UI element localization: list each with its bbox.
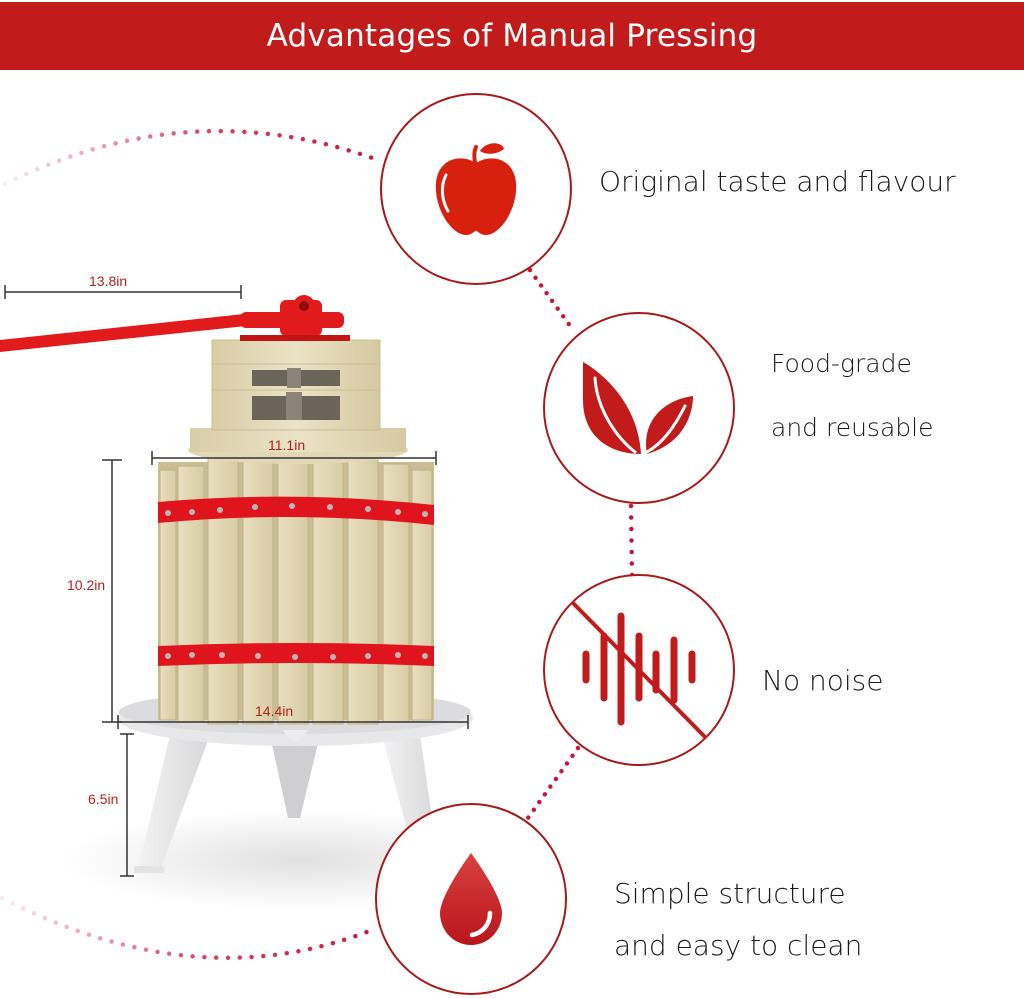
- wooden-basket: [158, 451, 434, 725]
- header-banner: Advantages of Manual Pressing: [0, 2, 1024, 70]
- page-title: Advantages of Manual Pressing: [266, 18, 758, 54]
- feature-circle-easy-clean: [375, 803, 567, 995]
- apple-icon: [435, 143, 517, 235]
- dimension-label-tray-diameter: 14.4in: [255, 703, 294, 719]
- dimension-label-basket-diameter: 11.1in: [268, 437, 306, 453]
- dimension-label-basket-height: 10.2in: [67, 577, 106, 593]
- press-handle: [0, 295, 350, 352]
- feature-text-no-noise: No noise: [762, 664, 884, 697]
- press-blocks: [188, 339, 408, 464]
- dimension-label-handle: 13.8in: [89, 273, 128, 289]
- leaves-icon: [583, 362, 694, 454]
- dimension-lines: [4, 285, 469, 877]
- feature-text-taste: Original taste and flavour: [599, 165, 956, 198]
- dimension-label-leg-height: 6.5in: [88, 791, 119, 807]
- feature-text-food-grade: Food-grade and reusable: [771, 349, 934, 442]
- no-noise-icon: [570, 600, 707, 739]
- feature-circle-no-noise: [543, 574, 735, 766]
- water-drop-icon: [440, 853, 502, 945]
- feature-circle-food-grade: [543, 312, 735, 504]
- feature-text-easy-clean: Simple structure and easy to clean: [614, 877, 863, 962]
- feature-circle-taste: [380, 93, 572, 285]
